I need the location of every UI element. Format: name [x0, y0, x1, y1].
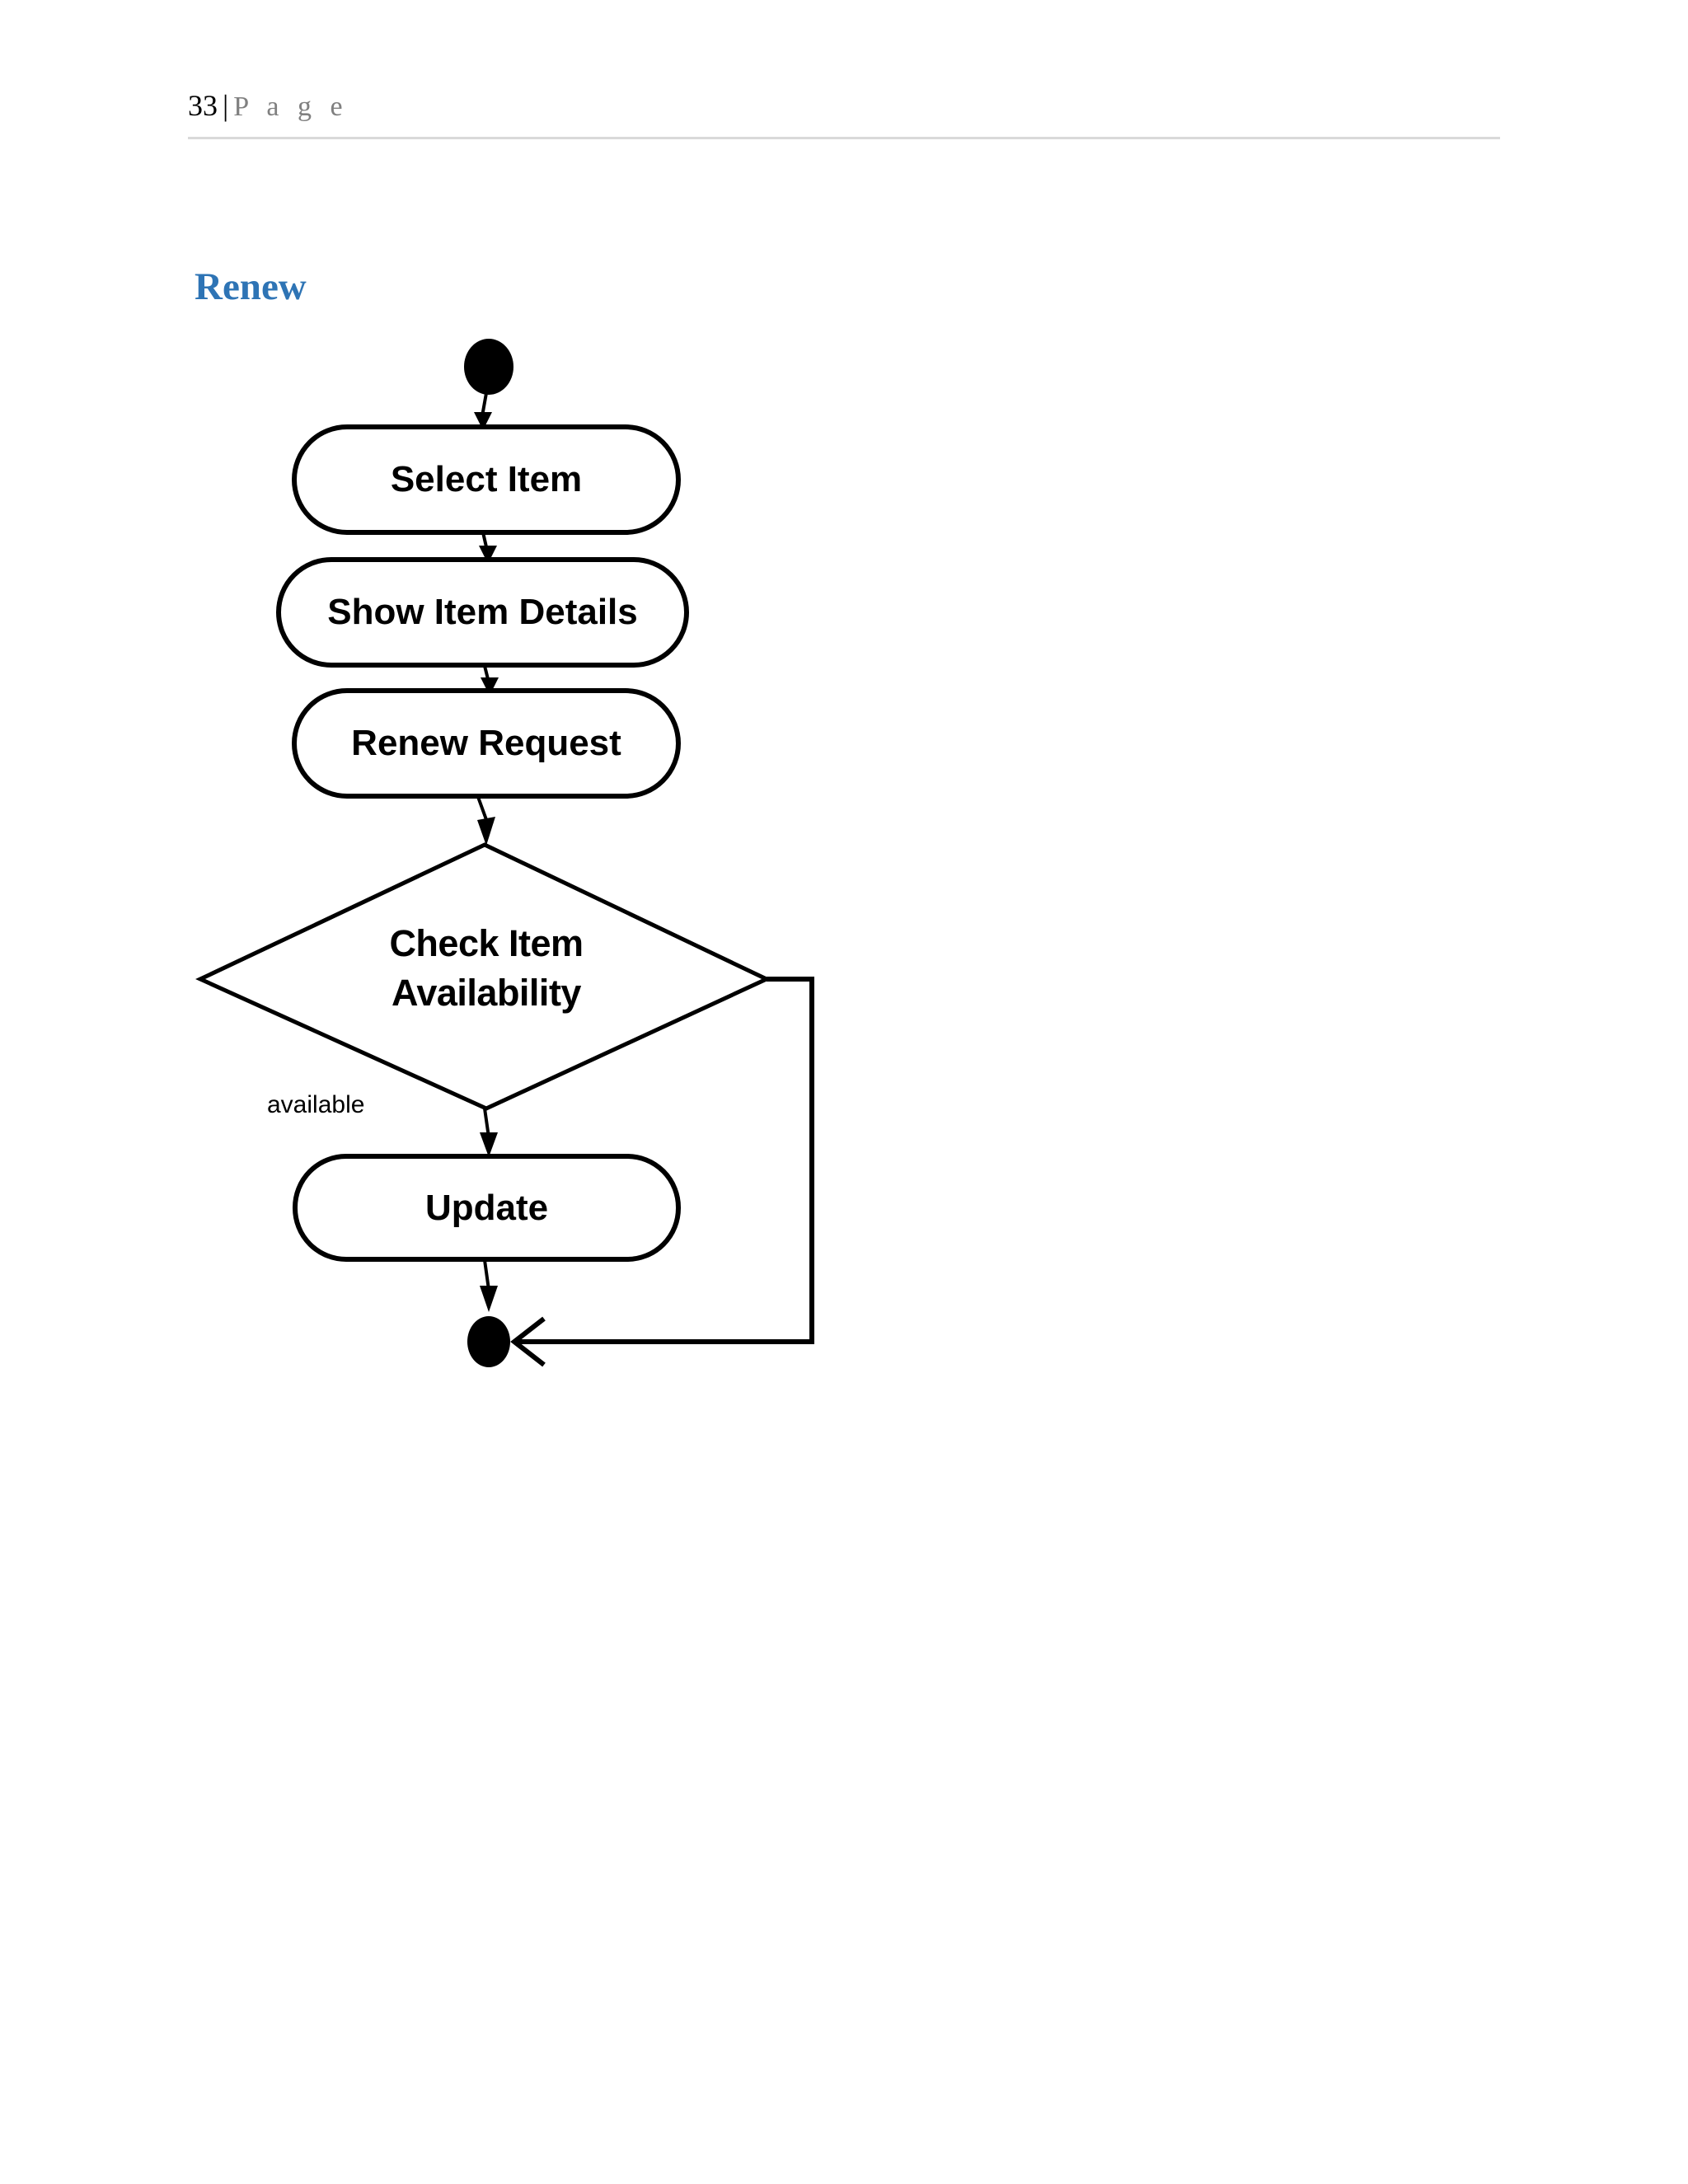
edge-decision-to-end	[510, 977, 814, 1367]
edge-decision-to-update	[480, 1108, 498, 1157]
final-node	[467, 1316, 510, 1367]
activity-update	[293, 1154, 681, 1262]
page-header-text: 33|P a g e	[188, 89, 349, 124]
activity-renew-request	[292, 688, 681, 799]
decision-check-item-availability	[195, 842, 771, 1111]
page-title: Renew	[195, 265, 307, 308]
page-header-separator: |	[223, 89, 229, 122]
edge-select-item-to-show-item-details	[479, 532, 497, 564]
activity-show-item-details	[276, 557, 689, 668]
page-header: 33|P a g e	[188, 89, 1500, 140]
page-header-rule	[188, 137, 1500, 139]
edge-renew-request-to-decision	[476, 796, 495, 846]
edge-update-to-end	[480, 1259, 498, 1312]
page-number: 33	[188, 89, 218, 122]
initial-node	[464, 339, 513, 395]
edge-start-to-select-item	[474, 392, 492, 430]
activity-select-item	[292, 424, 681, 535]
page-word-label: P a g e	[233, 91, 349, 122]
edge-show-item-details-to-renew-request	[481, 665, 499, 696]
